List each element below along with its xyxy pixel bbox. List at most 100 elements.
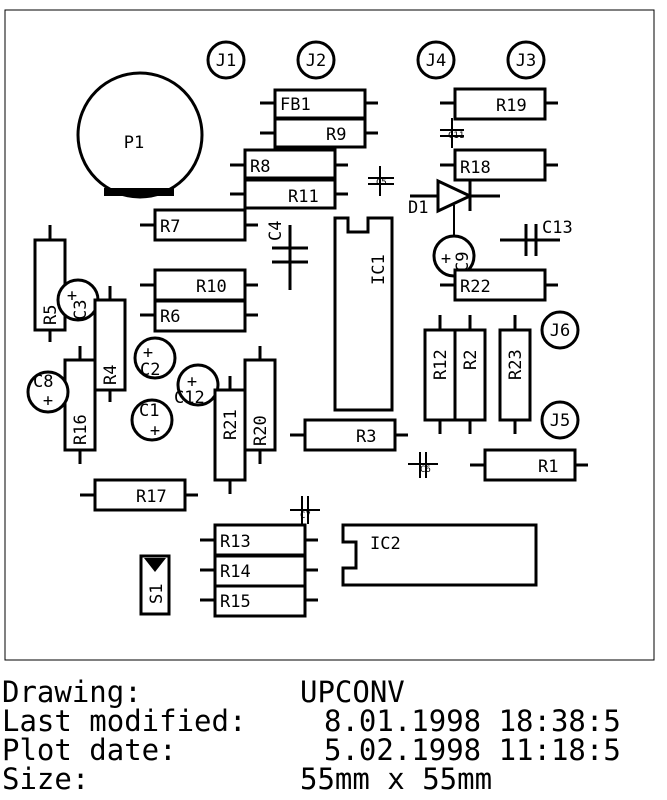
plus-C12: +: [187, 372, 197, 392]
label-C1: C1: [139, 401, 159, 421]
label-C11: C11: [448, 131, 464, 141]
resistor-R10: R10: [140, 268, 258, 302]
board-outline: [4, 9, 655, 661]
label-C8: C8: [33, 372, 53, 392]
label-R17: R17: [136, 487, 167, 507]
resistor-R23: R23: [498, 315, 532, 434]
resistor-R21: R21: [213, 376, 247, 494]
label-R14: R14: [220, 562, 251, 582]
resistor-R22: R22: [440, 268, 558, 302]
size-label: Size:: [2, 762, 90, 796]
label-R11: R11: [288, 187, 319, 207]
resistor-R1: R1: [470, 448, 588, 482]
jumper-J3: J3: [506, 40, 546, 80]
label-C12: C12: [174, 388, 205, 408]
resistor-R19: R19: [440, 87, 558, 121]
resistor-R13: R13: [200, 523, 318, 557]
capacitor-C11: C11: [440, 118, 464, 148]
label-R12: R12: [431, 349, 451, 380]
resistor-R7: R7: [140, 208, 258, 242]
label-C7: C7: [300, 511, 311, 521]
info-row-plot-date: Plot date: 5.02.1998 11:18:5: [2, 736, 667, 765]
label-J4: J4: [426, 51, 446, 71]
label-C3: C3: [71, 300, 91, 320]
resistor-R15: R15: [200, 584, 318, 618]
label-J2: J2: [306, 51, 326, 71]
label-R6: R6: [160, 307, 180, 327]
label-R4: R4: [101, 365, 121, 385]
size-value: 55mm x 55mm: [300, 762, 493, 796]
resistor-R17: R17: [80, 478, 198, 512]
plot-info-block: Drawing: UPCONV Last modified: 8.01.1998…: [2, 678, 667, 800]
label-C13: C13: [542, 218, 573, 238]
label-FB1: FB1: [280, 95, 311, 115]
ic-IC2: IC2: [341, 523, 538, 587]
label-R20: R20: [251, 415, 271, 446]
label-P1: P1: [124, 133, 144, 153]
plus-C9: +: [441, 249, 451, 269]
resistor-R20: R20: [243, 346, 277, 464]
resistor-R3: R3: [290, 418, 408, 452]
capacitor-C8: C8 +: [26, 370, 70, 414]
resistor-R11: R11: [230, 178, 348, 210]
resistor-R16: R16: [63, 346, 97, 464]
resistor-R8: R8: [230, 148, 348, 180]
label-C9: C9: [453, 252, 473, 272]
label-R15: R15: [220, 592, 251, 612]
label-IC2: IC2: [370, 534, 401, 554]
capacitor-C12: + C12: [174, 363, 220, 408]
switch-S1: S1: [139, 554, 171, 616]
label-R23: R23: [506, 349, 526, 380]
label-J3: J3: [516, 51, 536, 71]
capacitor-C2: + C2: [133, 336, 177, 380]
resistor-R12: R12: [423, 315, 457, 434]
capacitor-C5: C5: [368, 166, 394, 196]
plot-date-label: Plot date:: [2, 733, 177, 767]
plus-C3: +: [67, 286, 77, 306]
capacitor-C6: C6: [408, 452, 438, 478]
label-J1: J1: [216, 51, 236, 71]
info-row-size: Size: 55mm x 55mm: [2, 765, 667, 794]
modified-value: 8.01.1998 18:38:5: [324, 704, 621, 738]
ic-IC1: IC1: [333, 216, 394, 412]
capacitor-C4: C4: [266, 221, 308, 290]
label-R8: R8: [250, 157, 270, 177]
label-R13: R13: [220, 532, 251, 552]
plus-C2: +: [143, 343, 153, 363]
label-IC1: IC1: [369, 254, 389, 285]
buzzer-P1: P1: [76, 71, 204, 199]
resistor-R14: R14: [200, 554, 318, 588]
label-D1: D1: [408, 198, 428, 218]
capacitor-C1: C1 +: [130, 398, 174, 442]
pcb-silkscreen-diagram: J1 J2 J4 J3 J6 J5 P1 FB1 R9 R8: [4, 9, 655, 661]
label-R3: R3: [356, 427, 376, 447]
info-row-drawing: Drawing: UPCONV: [2, 678, 667, 707]
label-R9: R9: [326, 125, 346, 145]
label-R1: R1: [538, 457, 558, 477]
resistor-R4: R4: [93, 286, 127, 402]
resistor-R2: R2: [453, 315, 487, 434]
capacitor-C7: C7: [290, 496, 320, 524]
plus-C1: +: [150, 421, 160, 441]
label-C6: C6: [420, 465, 431, 475]
jumper-J6: J6: [540, 310, 580, 350]
label-R2: R2: [461, 350, 481, 370]
resistor-R9: R9: [260, 117, 378, 149]
label-C5: C5: [376, 178, 387, 188]
resistor-R5: R5: [33, 225, 67, 342]
capacitor-C9: + C9: [432, 205, 476, 278]
jumper-J4: J4: [416, 40, 456, 80]
info-row-modified: Last modified: 8.01.1998 18:38:5: [2, 707, 667, 736]
label-C4: C4: [266, 221, 286, 241]
label-R18: R18: [460, 158, 491, 178]
capacitor-C3: + C3: [56, 278, 100, 322]
label-J5: J5: [550, 411, 570, 431]
plus-C8: +: [43, 391, 53, 411]
label-J6: J6: [550, 321, 570, 341]
drawing-label: Drawing:: [2, 678, 142, 709]
ferrite-FB1: FB1: [260, 88, 378, 120]
label-R21: R21: [221, 409, 241, 440]
jumper-J5: J5: [540, 400, 580, 440]
drawing-value: UPCONV: [300, 678, 405, 709]
label-R10: R10: [196, 277, 227, 297]
